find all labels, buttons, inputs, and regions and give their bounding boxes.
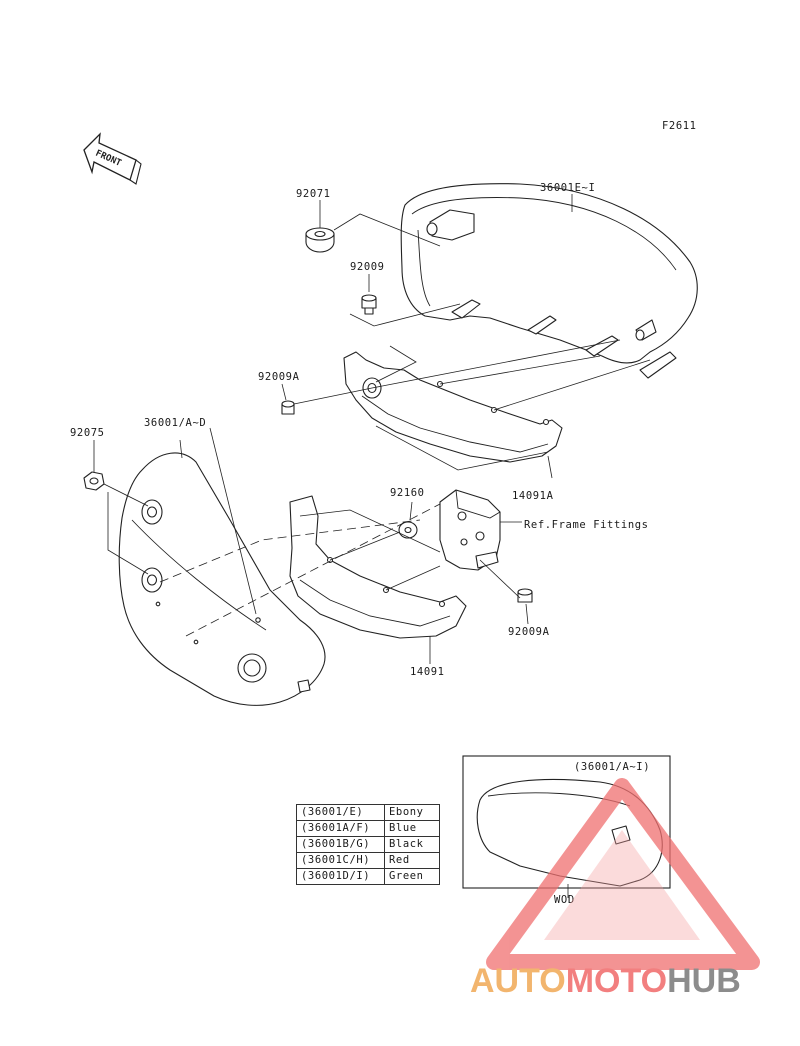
figure-id: F2611 xyxy=(662,120,697,132)
color-code: (36001/E) xyxy=(296,804,385,821)
inset-box: (36001/A~I) WOD xyxy=(462,755,671,906)
grommet-92071 xyxy=(305,227,335,253)
label-14091a: 14091A xyxy=(512,490,554,502)
table-row: (36001A/F) Blue xyxy=(296,820,440,837)
watermark-part3: HUB xyxy=(667,962,741,1000)
watermark-logo-icon xyxy=(486,778,760,970)
frame-fitting-bracket xyxy=(439,489,501,571)
color-code: (36001C/H) xyxy=(296,852,385,869)
watermark-text: AUTOMOTOHUB xyxy=(470,962,741,1001)
bolt-92009a-upper xyxy=(281,400,295,415)
label-36001-a-d: 36001/A~D xyxy=(144,417,206,429)
watermark-part2: MOTO xyxy=(565,962,668,1000)
table-row: (36001/E) Ebony xyxy=(296,804,440,821)
color-code: (36001D/I) xyxy=(296,868,385,885)
watermark-part1: AUTO xyxy=(470,962,566,1000)
label-92075: 92075 xyxy=(70,427,105,439)
bolt-92009a-lower xyxy=(517,588,533,603)
label-14091: 14091 xyxy=(410,666,445,678)
label-36001e-i: 36001E~I xyxy=(540,182,595,194)
table-row: (36001D/I) Green xyxy=(296,868,440,885)
color-name: Red xyxy=(384,852,440,869)
inset-marking: WOD xyxy=(554,894,575,906)
bolt-92009 xyxy=(361,294,377,315)
color-name: Ebony xyxy=(384,804,440,821)
leader-lines xyxy=(93,194,651,664)
label-92009a-lower: 92009A xyxy=(508,626,550,638)
color-name: Blue xyxy=(384,820,440,837)
label-92160: 92160 xyxy=(390,487,425,499)
color-code: (36001A/F) xyxy=(296,820,385,837)
label-92009: 92009 xyxy=(350,261,385,273)
label-92009a-upper: 92009A xyxy=(258,371,300,383)
inset-label: (36001/A~I) xyxy=(574,761,650,773)
side-cover-left xyxy=(118,452,326,706)
color-name: Black xyxy=(384,836,440,853)
table-row: (36001B/G) Black xyxy=(296,836,440,853)
color-name: Green xyxy=(384,868,440,885)
label-ref-frame-fittings: Ref.Frame Fittings xyxy=(524,519,649,531)
label-92071: 92071 xyxy=(296,188,331,200)
color-code: (36001B/G) xyxy=(296,836,385,853)
table-row: (36001C/H) Red xyxy=(296,852,440,869)
bracket-14091 xyxy=(289,495,467,639)
nut-92075 xyxy=(83,471,105,491)
color-table: (36001/E) Ebony (36001A/F) Blue (36001B/… xyxy=(296,804,440,885)
side-cover-right xyxy=(400,183,698,379)
front-arrow-icon: FRONT xyxy=(83,132,142,185)
washer-92160 xyxy=(398,521,418,539)
